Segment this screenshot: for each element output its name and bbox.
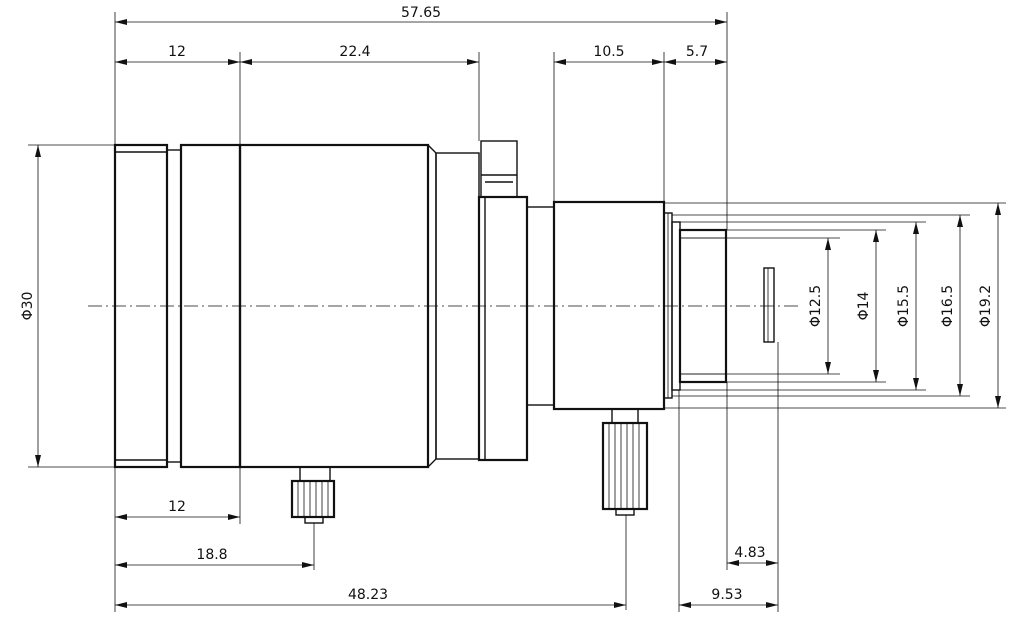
sensor-plane [763, 267, 775, 343]
clamp-tab [480, 140, 518, 198]
lens-body [113, 140, 775, 469]
clamp-ring [477, 195, 529, 462]
iris-lock-screw [601, 408, 649, 516]
dim-front-to-focus-screw: 18.8 [196, 547, 227, 563]
dim-dia-15-5: Φ15.5 [896, 285, 912, 327]
dim-dia-16-5: Φ16.5 [940, 285, 956, 327]
dim-rear-section: 10.5 [593, 44, 624, 60]
dim-front-barrel-lower: 12 [168, 499, 186, 515]
dim-dia-12-5: Φ12.5 [808, 285, 824, 327]
dim-flange-offset: 4.83 [734, 545, 765, 561]
dim-dia-19-2: Φ19.2 [978, 285, 994, 327]
dimension-labels: 57.65 12 22.4 10.5 5.7 12 18.8 48.23 4.8… [20, 5, 994, 603]
extension-lines [28, 12, 1006, 612]
dim-front-barrel: 12 [168, 44, 186, 60]
dim-mid-barrel: 22.4 [339, 44, 370, 60]
focus-lock-screw [290, 466, 336, 524]
dim-front-to-iris-screw: 48.23 [348, 587, 388, 603]
diameter-dimension-lines [37, 145, 999, 467]
dim-mount-thread: 5.7 [686, 44, 708, 60]
rear-optic [678, 228, 728, 384]
horizontal-dimension-lines [115, 21, 778, 606]
main-barrel [238, 143, 430, 469]
dim-dia-14: Φ14 [856, 291, 872, 320]
dim-dia-front: Φ30 [20, 292, 36, 321]
dim-overall-length: 57.65 [401, 5, 441, 21]
dim-back-focal-section: 9.53 [711, 587, 742, 603]
arrowheads [35, 19, 1001, 608]
rear-housing [552, 200, 666, 411]
